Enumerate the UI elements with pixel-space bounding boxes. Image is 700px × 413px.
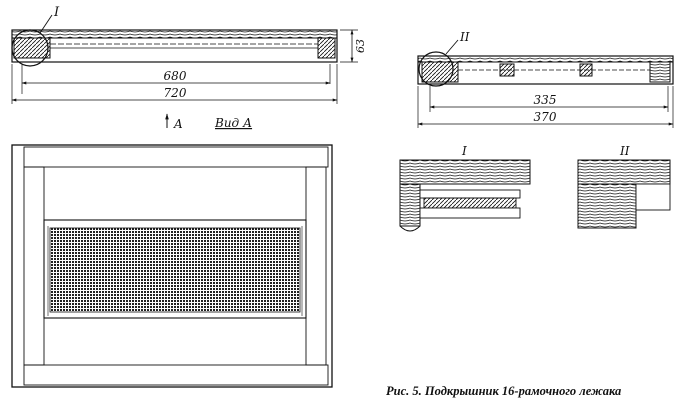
detail-side-board (399, 183, 421, 227)
top-right-section-view (417, 39, 674, 128)
detail-rail (419, 189, 521, 199)
detail-1-label: I (461, 144, 467, 158)
callout-circle-1 (11, 29, 49, 67)
figure-caption: Рис. 5. Подкрышник 16-рамочного лежака (386, 384, 622, 398)
right-end-block (649, 61, 671, 83)
right-stile (305, 166, 327, 366)
left-end-block (421, 61, 459, 83)
detail-2-label: II (619, 144, 630, 158)
ventilation-mesh (49, 227, 301, 313)
callout-label-2: II (459, 30, 470, 44)
callout-leader-1 (39, 14, 53, 34)
top-board (11, 29, 338, 39)
view-arrow-label: A (173, 117, 183, 131)
dimension-text-370: 370 (534, 110, 557, 124)
detail-mesh-frame (423, 197, 517, 209)
mesh-frame (43, 219, 307, 319)
detail-corner-block (577, 183, 637, 229)
detail-lower-rail (419, 207, 521, 219)
dimension-text-63: 63 (354, 39, 367, 53)
outer-frame (11, 144, 333, 388)
callout-circle-2 (418, 51, 454, 87)
plan-view-a (11, 144, 333, 388)
callout-label-1: I (53, 5, 60, 20)
view-label: Вид А (214, 116, 252, 130)
detail-top-board (399, 159, 531, 185)
bottom-rail (23, 364, 329, 386)
top-board (417, 55, 674, 63)
dimension-text-335: 335 (534, 93, 557, 107)
right-end-block (317, 37, 336, 59)
detail-break-line (399, 225, 421, 232)
detail-side-board (635, 183, 671, 211)
callout-leader-2 (445, 39, 459, 55)
detail-top-board (577, 159, 671, 185)
dimension-text-680: 680 (164, 69, 187, 83)
top-rail (23, 146, 329, 168)
top-left-section-view (11, 14, 358, 104)
detail-2 (577, 159, 671, 229)
detail-1 (399, 159, 531, 232)
left-end-block (13, 37, 51, 59)
dimension-text-720: 720 (164, 86, 187, 100)
left-stile (23, 166, 45, 366)
